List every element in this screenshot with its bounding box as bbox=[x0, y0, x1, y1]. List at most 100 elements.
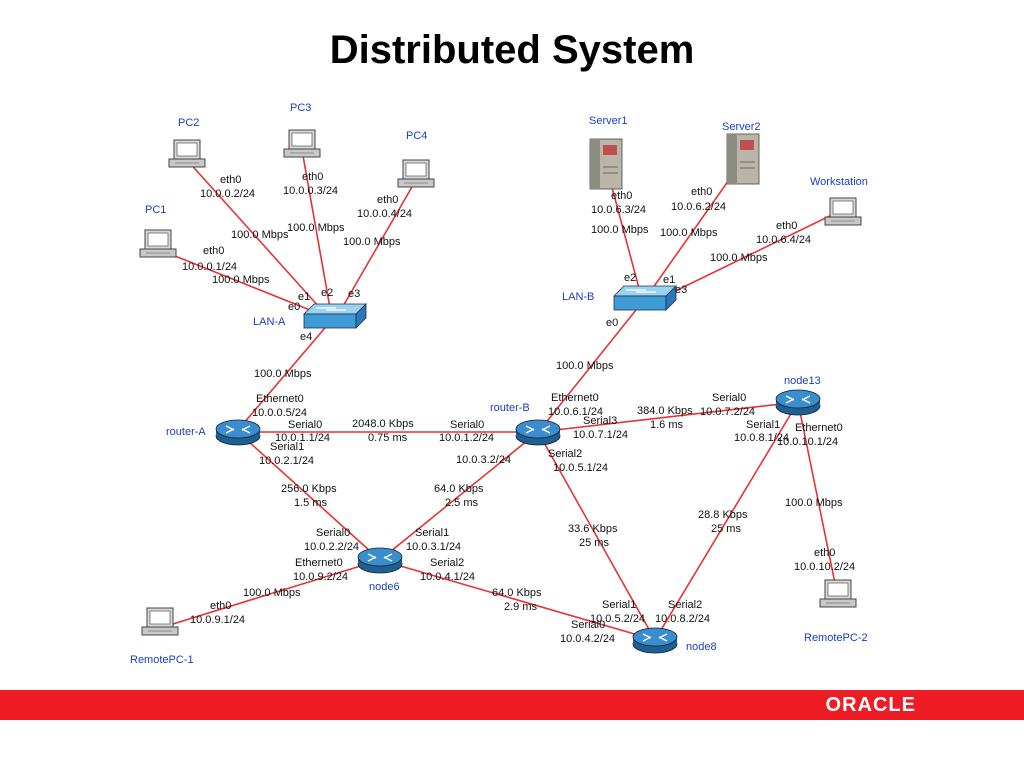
link-delay-label: 25 ms bbox=[711, 523, 741, 535]
port-label: Ethernet0 bbox=[256, 393, 304, 405]
port-label: e4 bbox=[300, 331, 312, 343]
link-bandwidth-label: 64.0 Kbps bbox=[434, 483, 484, 495]
pc3-icon[interactable] bbox=[283, 129, 321, 158]
ip-label: 10.0.0.2/24 bbox=[200, 188, 255, 200]
port-label: eth0 bbox=[611, 190, 632, 202]
link-bandwidth-label: 28.8 Kbps bbox=[698, 509, 748, 521]
workstation-icon[interactable] bbox=[824, 197, 862, 226]
port-label: eth0 bbox=[203, 245, 224, 257]
link-delay-label: 2.5 ms bbox=[445, 497, 479, 509]
port-label: Serial1 bbox=[746, 419, 780, 431]
port-label: e3 bbox=[675, 284, 687, 296]
port-label: Serial1 bbox=[602, 599, 636, 611]
ip-label: 10.0.3.2/24 bbox=[456, 454, 511, 466]
router-a-label: router-A bbox=[166, 426, 206, 438]
lan-a-label: LAN-A bbox=[253, 316, 286, 328]
link-bandwidth-label: 33.6 Kbps bbox=[568, 523, 618, 535]
link-workstation-lanb bbox=[664, 209, 843, 297]
remotepc1-label: RemotePC-1 bbox=[130, 654, 194, 666]
port-label: Serial3 bbox=[583, 415, 617, 427]
link-bandwidth-label: 100.0 Mbps bbox=[287, 222, 345, 234]
ip-label: 10.0.2.1/24 bbox=[259, 455, 314, 467]
ip-label: 10.0.2.2/24 bbox=[304, 541, 359, 553]
port-label: Serial2 bbox=[548, 448, 582, 460]
ip-label: 10.0.6.2/24 bbox=[671, 201, 726, 213]
ip-label: 10.0.6.3/24 bbox=[591, 204, 646, 216]
link-bandwidth-label: 100.0 Mbps bbox=[254, 368, 312, 380]
link-routerb-node13 bbox=[537, 401, 799, 433]
ip-label: 10.0.0.4/24 bbox=[357, 208, 412, 220]
port-label: eth0 bbox=[210, 600, 231, 612]
port-label: e0 bbox=[606, 317, 618, 329]
link-bandwidth-label: 384.0 Kbps bbox=[637, 405, 693, 417]
remotepc2-icon[interactable] bbox=[819, 579, 857, 608]
ip-label: 10.0.0.3/24 bbox=[283, 185, 338, 197]
port-label: Serial2 bbox=[430, 557, 464, 569]
ip-label: 10.0.5.1/24 bbox=[553, 462, 608, 474]
ip-label: 10.0.1.2/24 bbox=[439, 432, 494, 444]
port-label: eth0 bbox=[302, 171, 323, 183]
link-bandwidth-label: 100.0 Mbps bbox=[343, 236, 401, 248]
port-label: eth0 bbox=[377, 194, 398, 206]
lan-b-switch-icon[interactable] bbox=[613, 285, 677, 311]
router-a-icon[interactable] bbox=[215, 419, 261, 446]
node6-router-icon[interactable] bbox=[357, 547, 403, 574]
node8-router-icon[interactable] bbox=[632, 627, 678, 654]
pc1-label: PC1 bbox=[145, 204, 166, 216]
port-label: Serial0 bbox=[316, 527, 350, 539]
link-pc3-lana bbox=[301, 149, 331, 309]
network-diagram: PC2 PC3 PC4 PC1 LAN-A LAN-B Server1 Serv… bbox=[130, 102, 868, 666]
link-routerb-node6 bbox=[379, 431, 539, 561]
link-delay-label: 25 ms bbox=[579, 537, 609, 549]
slide-title: Distributed System bbox=[329, 28, 695, 72]
router-b-icon[interactable] bbox=[515, 419, 561, 446]
port-label: e2 bbox=[624, 272, 636, 284]
port-label: Serial1 bbox=[270, 441, 304, 453]
node13-label: node13 bbox=[784, 375, 821, 387]
port-label: eth0 bbox=[776, 220, 797, 232]
ip-label: 10.0.9.2/24 bbox=[293, 571, 348, 583]
link-lanb-routerb bbox=[539, 309, 637, 431]
remotepc2-label: RemotePC-2 bbox=[804, 632, 868, 644]
pc3-label: PC3 bbox=[290, 102, 311, 114]
server1-icon[interactable] bbox=[589, 138, 623, 190]
link-pc1-lana bbox=[159, 249, 311, 311]
port-label: e3 bbox=[348, 288, 360, 300]
pc4-icon[interactable] bbox=[397, 159, 435, 188]
link-bandwidth-label: 100.0 Mbps bbox=[710, 252, 768, 264]
port-label: Serial2 bbox=[668, 599, 702, 611]
port-label: Serial1 bbox=[415, 527, 449, 539]
pc1-icon[interactable] bbox=[139, 229, 177, 258]
link-bandwidth-label: 100.0 Mbps bbox=[243, 587, 301, 599]
link-bandwidth-label: 256.0 Kbps bbox=[281, 483, 337, 495]
lan-a-switch-icon[interactable] bbox=[303, 303, 367, 329]
ip-label: 10.0.4.2/24 bbox=[560, 633, 615, 645]
remotepc1-icon[interactable] bbox=[141, 607, 179, 636]
link-bandwidth-label: 100.0 Mbps bbox=[660, 227, 718, 239]
link-delay-label: 0.75 ms bbox=[368, 432, 408, 444]
ip-label: 10.0.6.4/24 bbox=[756, 234, 811, 246]
port-label: e0 bbox=[288, 301, 300, 313]
pc4-label: PC4 bbox=[406, 130, 427, 142]
link-delay-label: 1.5 ms bbox=[294, 497, 328, 509]
port-label: eth0 bbox=[220, 174, 241, 186]
link-node6-remotepc1 bbox=[159, 559, 381, 629]
link-pc2-lana bbox=[186, 159, 321, 309]
ip-label: 10.0.10.1/24 bbox=[777, 436, 838, 448]
link-routera-node6 bbox=[237, 431, 381, 561]
port-label: Ethernet0 bbox=[795, 422, 843, 434]
link-bandwidth-label: 100.0 Mbps bbox=[231, 229, 289, 241]
server2-icon[interactable] bbox=[726, 133, 760, 185]
oracle-logo: ORACLE bbox=[825, 694, 916, 716]
port-label: e1 bbox=[663, 274, 675, 286]
node8-label: node8 bbox=[686, 641, 717, 653]
port-label: Ethernet0 bbox=[295, 557, 343, 569]
pc2-icon[interactable] bbox=[168, 139, 206, 168]
link-bandwidth-label: 100.0 Mbps bbox=[212, 274, 270, 286]
node13-router-icon[interactable] bbox=[775, 389, 821, 416]
ip-label: 10.0.3.1/24 bbox=[406, 541, 461, 553]
footer-bar: ORACLE bbox=[0, 690, 1024, 720]
ip-label: 10.0.8.1/24 bbox=[734, 432, 789, 444]
link-delay-label: 2.9 ms bbox=[504, 601, 538, 613]
link-node6-node8 bbox=[379, 559, 656, 641]
